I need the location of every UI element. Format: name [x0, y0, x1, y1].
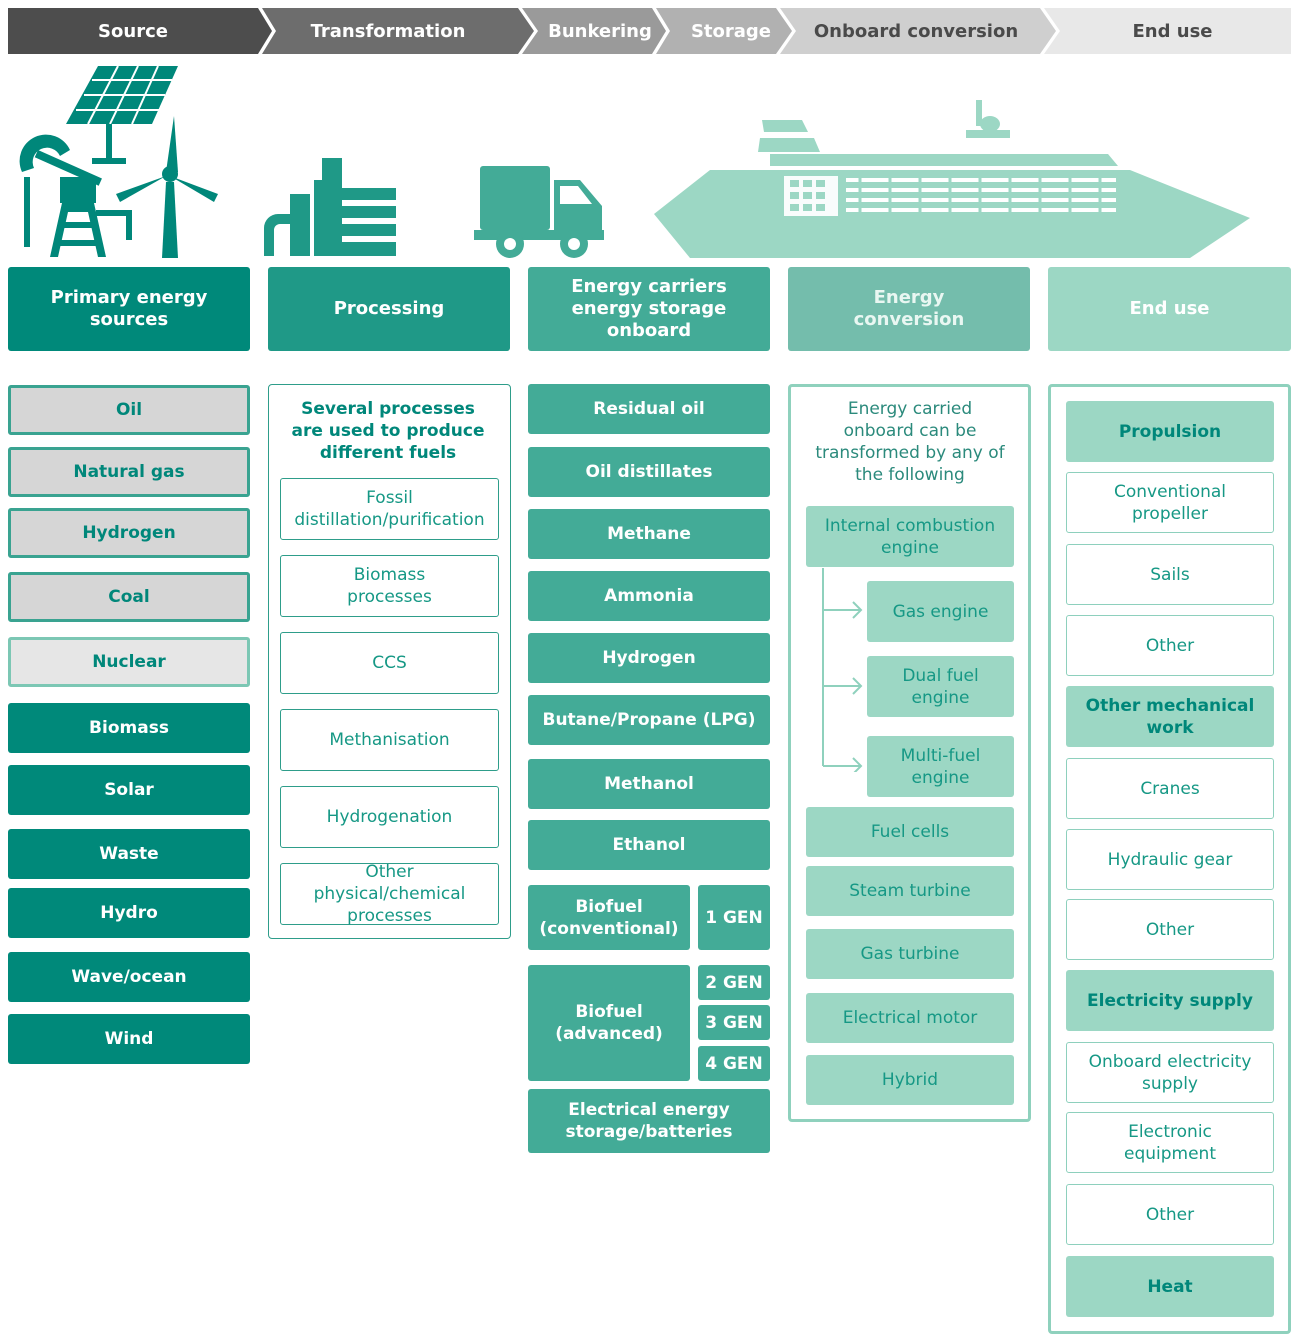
truck-icon [474, 166, 604, 258]
enduse-electricity-supply: Electricity supply [1066, 970, 1274, 1031]
header-energy-carriers: Energy carriers energy storage onboard [528, 267, 770, 351]
source-waste: Waste [8, 829, 250, 879]
enduse-electricity-other: Other [1066, 1184, 1274, 1245]
stage-bar [8, 8, 1291, 54]
source-wave-ocean: Wave/ocean [8, 952, 250, 1002]
enduse-conventional-propeller: Conventional propeller [1066, 472, 1274, 533]
source-biomass: Biomass [8, 703, 250, 753]
carrier-methane: Methane [528, 509, 770, 559]
process-hydrogenation: Hydrogenation [280, 786, 499, 848]
process-methanisation: Methanisation [280, 709, 499, 771]
carrier-ethanol: Ethanol [528, 820, 770, 870]
enduse-electronic-equipment: Electronic equipment [1066, 1112, 1274, 1173]
process-biomass: Biomass processes [280, 555, 499, 617]
conversion-fuel-cells: Fuel cells [806, 807, 1014, 857]
header-energy-conversion: Energy conversion [788, 267, 1030, 351]
stage-end-use: End use [1132, 20, 1213, 42]
ice-branch-connector [822, 568, 863, 772]
stage-storage: Storage [690, 20, 772, 42]
carrier-methanol: Methanol [528, 759, 770, 809]
enduse-propulsion-other: Other [1066, 615, 1274, 676]
processing-intro: Several processes are used to produce di… [291, 399, 485, 463]
process-ccs: CCS [280, 632, 499, 694]
process-fossil-distillation: Fossil distillation/purification [280, 478, 499, 540]
enduse-hydraulic-gear: Hydraulic gear [1066, 829, 1274, 890]
carrier-biofuel-advanced: Biofuel (advanced) [528, 965, 690, 1081]
enduse-sails: Sails [1066, 544, 1274, 605]
refinery-icon [264, 158, 396, 256]
enduse-propulsion: Propulsion [1066, 401, 1274, 462]
carrier-biofuel-conventional: Biofuel (conventional) [528, 885, 690, 950]
conversion-gas-engine: Gas engine [867, 581, 1014, 642]
source-wind: Wind [8, 1014, 250, 1064]
conversion-gas-turbine: Gas turbine [806, 929, 1014, 979]
conversion-ice: Internal combustion engine [806, 506, 1014, 567]
source-oil: Oil [8, 385, 250, 435]
wind-turbine-icon [116, 116, 218, 258]
carrier-batteries: Electrical energy storage/batteries [528, 1089, 770, 1153]
gen-2-badge: 2 GEN [698, 965, 770, 1000]
cruise-ship-icon [654, 100, 1250, 258]
carrier-oil-distillates: Oil distillates [528, 447, 770, 497]
conversion-multi-fuel-engine: Multi-fuel engine [867, 736, 1014, 797]
stage-transformation: Transformation [310, 20, 466, 42]
conversion-dual-fuel-engine: Dual fuel engine [867, 656, 1014, 717]
source-coal: Coal [8, 572, 250, 622]
oil-pump-icon [19, 134, 132, 257]
gen-1-badge: 1 GEN [698, 885, 770, 950]
process-other-physical-chemical: Other physical/chemical processes [280, 862, 499, 926]
energy-sources-icon-group [19, 65, 218, 258]
stage-onboard-conversion: Onboard conversion [813, 20, 1019, 42]
header-primary-energy-sources: Primary energy sources [8, 267, 250, 351]
carrier-hydrogen: Hydrogen [528, 633, 770, 683]
enduse-mechanical-other: Other [1066, 899, 1274, 960]
source-solar: Solar [8, 765, 250, 815]
conversion-electrical-motor: Electrical motor [806, 993, 1014, 1043]
enduse-heat: Heat [1066, 1256, 1274, 1317]
enduse-other-mechanical-work: Other mechanical work [1066, 686, 1274, 747]
conversion-hybrid: Hybrid [806, 1055, 1014, 1105]
header-processing: Processing [268, 267, 510, 351]
source-nuclear: Nuclear [8, 637, 250, 687]
stage-source: Source [98, 20, 168, 42]
conversion-intro: Energy carried onboard can be transforme… [815, 399, 1005, 485]
carrier-ammonia: Ammonia [528, 571, 770, 621]
source-hydrogen: Hydrogen [8, 508, 250, 558]
conversion-steam-turbine: Steam turbine [806, 866, 1014, 916]
gen-4-badge: 4 GEN [698, 1046, 770, 1081]
carrier-lpg: Butane/Propane (LPG) [528, 695, 770, 745]
enduse-cranes: Cranes [1066, 758, 1274, 819]
source-hydro: Hydro [8, 888, 250, 938]
enduse-onboard-electricity-supply: Onboard electricity supply [1066, 1042, 1274, 1103]
gen-3-badge: 3 GEN [698, 1005, 770, 1040]
carrier-residual-oil: Residual oil [528, 384, 770, 434]
header-end-use: End use [1048, 267, 1291, 351]
source-natural-gas: Natural gas [8, 447, 250, 497]
stage-bunkering: Bunkering [548, 20, 652, 42]
solar-panel-icon [66, 65, 178, 164]
